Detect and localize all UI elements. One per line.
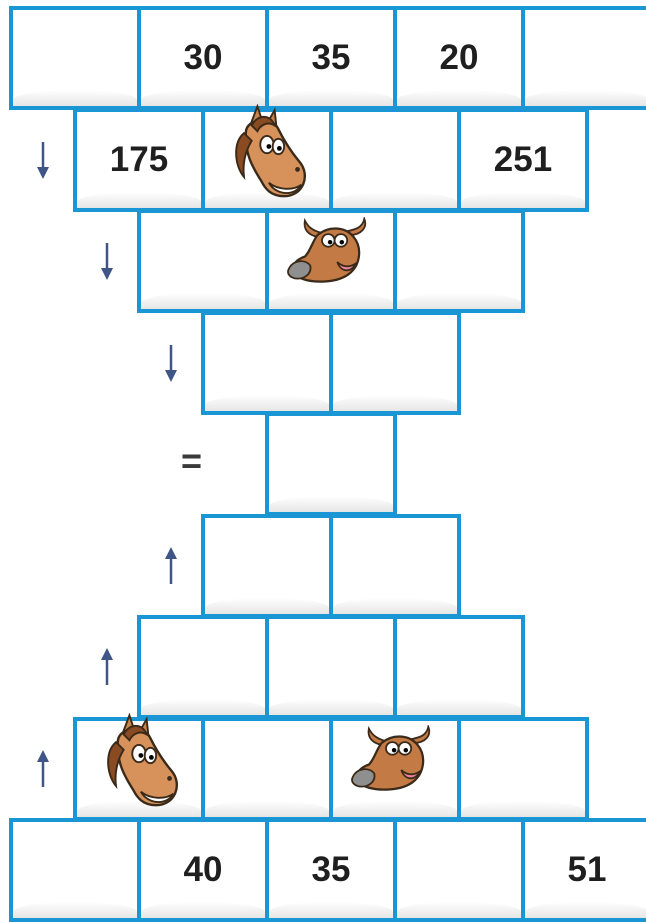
brick-value: 20	[439, 38, 479, 77]
arrow-down-icon	[165, 345, 177, 382]
brick-value: 251	[493, 140, 553, 179]
brick-cell[interactable]: 35	[265, 6, 397, 110]
brick-cell[interactable]	[457, 717, 589, 821]
arrow-down-icon	[37, 142, 49, 179]
brick-cell[interactable]	[137, 209, 269, 313]
brick-cell[interactable]	[393, 818, 525, 922]
arrow-down-icon	[101, 243, 113, 280]
brick-cell[interactable]	[137, 615, 269, 719]
equals-sign: =	[181, 440, 203, 481]
brick-value: 51	[567, 850, 607, 889]
arrow-up-icon	[101, 648, 113, 685]
brick-cell[interactable]: 20	[393, 6, 525, 110]
brick-cell[interactable]: 251	[457, 108, 589, 212]
brick-cell[interactable]: 30	[137, 6, 269, 110]
horse-head-icon	[223, 103, 309, 215]
horse-head-icon	[95, 712, 181, 824]
brick-cell[interactable]	[9, 818, 141, 922]
brick-cell[interactable]	[393, 615, 525, 719]
brick-cell[interactable]	[265, 412, 397, 516]
brick-cell[interactable]: 40	[137, 818, 269, 922]
brick-cell[interactable]	[329, 108, 461, 212]
brick-cell[interactable]	[393, 209, 525, 313]
brick-value: 35	[311, 38, 351, 77]
brick-cell[interactable]	[265, 615, 397, 719]
brick-cell[interactable]	[201, 514, 333, 618]
cow-head-icon	[345, 723, 445, 802]
brick-cell[interactable]: 51	[521, 818, 646, 922]
brick-cell[interactable]: 35	[265, 818, 397, 922]
brick-cell[interactable]	[521, 6, 646, 110]
brick-value: 30	[183, 38, 223, 77]
brick-cell[interactable]	[329, 514, 461, 618]
brick-value: 175	[109, 140, 169, 179]
brick-cell[interactable]: 175	[73, 108, 205, 212]
cow-head-icon	[281, 215, 381, 294]
brick-cell[interactable]	[9, 6, 141, 110]
brick-value: 35	[311, 850, 351, 889]
arrow-up-icon	[165, 547, 177, 584]
brick-cell[interactable]	[201, 717, 333, 821]
brick-value: 40	[183, 850, 223, 889]
brick-cell[interactable]	[329, 311, 461, 415]
brick-cell[interactable]	[201, 311, 333, 415]
arrow-up-icon	[37, 750, 49, 787]
